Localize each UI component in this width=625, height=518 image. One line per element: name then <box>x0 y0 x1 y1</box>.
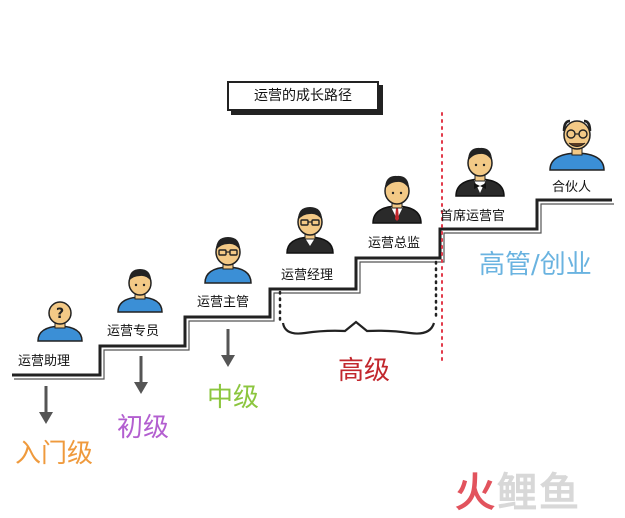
arrow-down-icon <box>221 329 235 367</box>
role-label-partner: 合伙人 <box>552 180 592 195</box>
person-director-icon <box>372 175 422 224</box>
person-question-icon: ? <box>37 301 83 342</box>
person-partner-icon <box>549 119 605 171</box>
diagram-title: 运营的成长路径 <box>227 81 379 111</box>
staircase-drawing: ? <box>12 112 614 424</box>
person-coo-icon <box>455 147 505 197</box>
person-supervisor-icon <box>204 237 252 284</box>
tier-label-executive: 高管/创业 <box>479 250 592 280</box>
tier-label-senior: 高级 <box>338 356 391 386</box>
role-label-coo: 首席运营官 <box>440 209 506 224</box>
person-manager-icon <box>286 207 334 254</box>
watermark-logo: 火鲤鱼 <box>455 470 581 516</box>
tier-label-junior: 初级 <box>117 413 170 443</box>
arrow-down-icon <box>134 356 148 394</box>
role-label-specialist: 运营专员 <box>107 324 160 339</box>
role-label-manager: 运营经理 <box>281 268 334 283</box>
person-specialist-icon <box>117 269 163 313</box>
role-label-director: 运营总监 <box>368 236 421 251</box>
role-label-supervisor: 运营主管 <box>197 295 250 310</box>
tier-label-middle: 中级 <box>207 383 260 413</box>
staircase-line <box>12 198 612 377</box>
arrow-down-icon <box>39 386 53 424</box>
tier-label-entry: 入门级 <box>15 439 94 469</box>
staircase-shadow <box>14 203 614 380</box>
svg-text:?: ? <box>56 306 64 322</box>
role-label-assistant: 运营助理 <box>18 354 71 369</box>
career-path-diagram: ? <box>12 81 614 516</box>
senior-brace <box>281 320 436 335</box>
